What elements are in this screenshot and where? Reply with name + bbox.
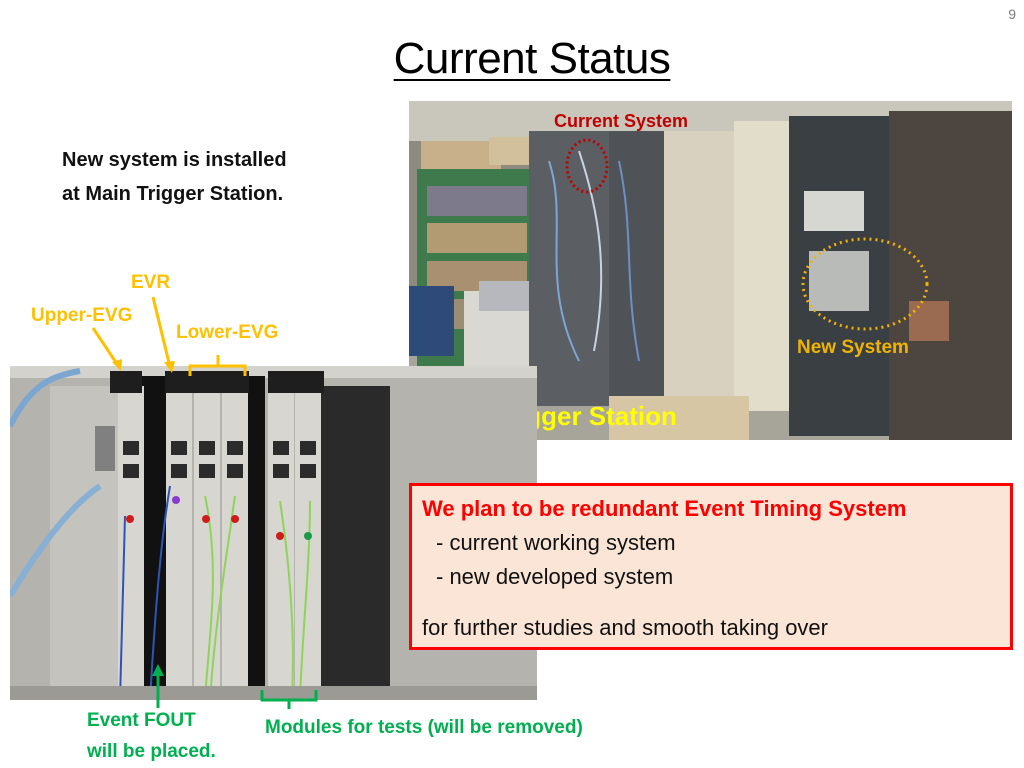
page-number: 9 xyxy=(1008,6,1016,22)
upper-evg-arrow xyxy=(91,327,122,371)
evr-label: EVR xyxy=(131,272,171,293)
slide-title: Current Status xyxy=(0,34,1024,84)
evr-arrow xyxy=(151,296,175,373)
plan-heading: We plan to be redundant Event Timing Sys… xyxy=(422,496,907,521)
plan-item: - current working system xyxy=(436,530,676,555)
intro-text: New system is installed at Main Trigger … xyxy=(62,143,287,211)
event-fout-line-1: Event FOUT xyxy=(87,710,196,731)
upper-evg-label: Upper-EVG xyxy=(31,305,133,326)
main-trigger-station-photo: Current System New System Main Trigger S… xyxy=(409,101,1012,440)
current-system-label: Current System xyxy=(554,111,689,131)
plan-footer: for further studies and smooth taking ov… xyxy=(422,615,828,640)
event-fout-label: Event FOUT will be placed. xyxy=(87,705,216,767)
intro-line-1: New system is installed xyxy=(62,149,287,171)
intro-line-2: at Main Trigger Station. xyxy=(62,183,284,205)
plan-item: - new developed system xyxy=(436,564,674,589)
new-system-label: New System xyxy=(797,337,909,358)
station-photo-illustration xyxy=(409,101,1012,440)
slide-title-text: Current Status xyxy=(393,34,671,83)
event-fout-line-2: will be placed. xyxy=(87,741,216,762)
lower-evg-label: Lower-EVG xyxy=(176,322,279,343)
plan-callout-box: We plan to be redundant Event Timing Sys… xyxy=(409,483,1013,650)
test-modules-label: Modules for tests (will be removed) xyxy=(265,717,583,738)
